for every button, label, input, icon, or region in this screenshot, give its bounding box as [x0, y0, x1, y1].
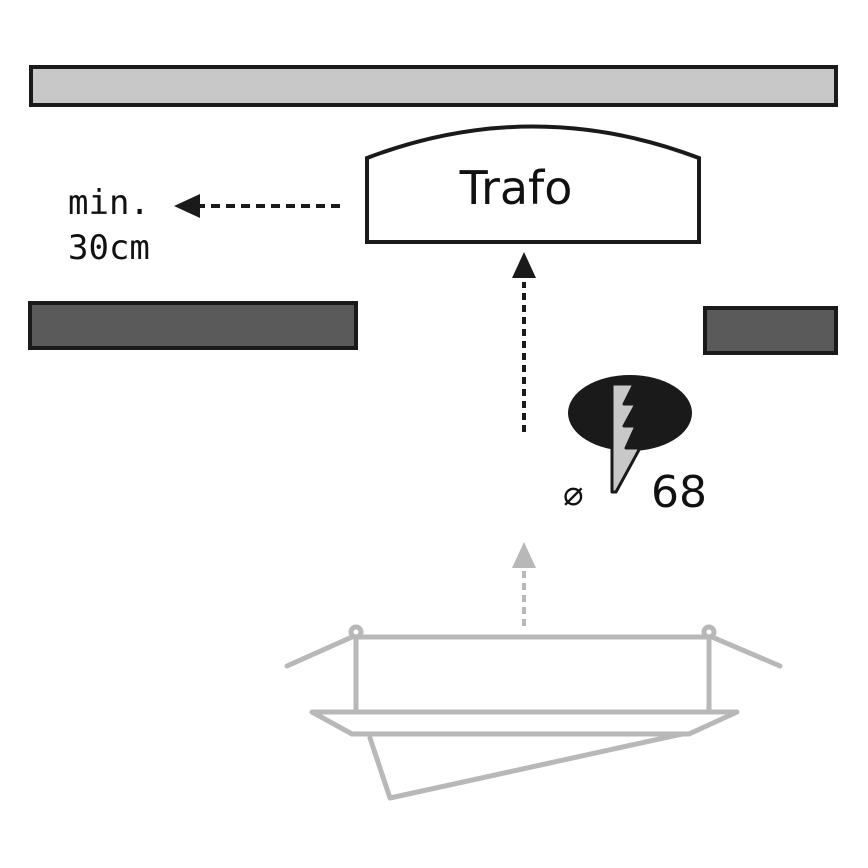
- distance-label-line1: min.: [68, 183, 150, 223]
- transformer-label: Trafo: [459, 161, 573, 215]
- transformer-box: [365, 124, 701, 244]
- distance-arrow-head: [174, 194, 200, 218]
- ceiling-panel-left: [28, 301, 358, 350]
- upward-arrow-black-head: [512, 252, 536, 278]
- diameter-value: 68: [651, 467, 707, 518]
- hole-saw-icon: [610, 382, 642, 494]
- distance-label-line2: 30cm: [68, 228, 150, 268]
- diameter-symbol: ⌀: [563, 474, 583, 514]
- ceiling-top-bar: [29, 65, 838, 107]
- ceiling-panel-right: [703, 306, 838, 355]
- light-fixture: [284, 624, 783, 801]
- upward-arrow-gray-head: [512, 542, 536, 568]
